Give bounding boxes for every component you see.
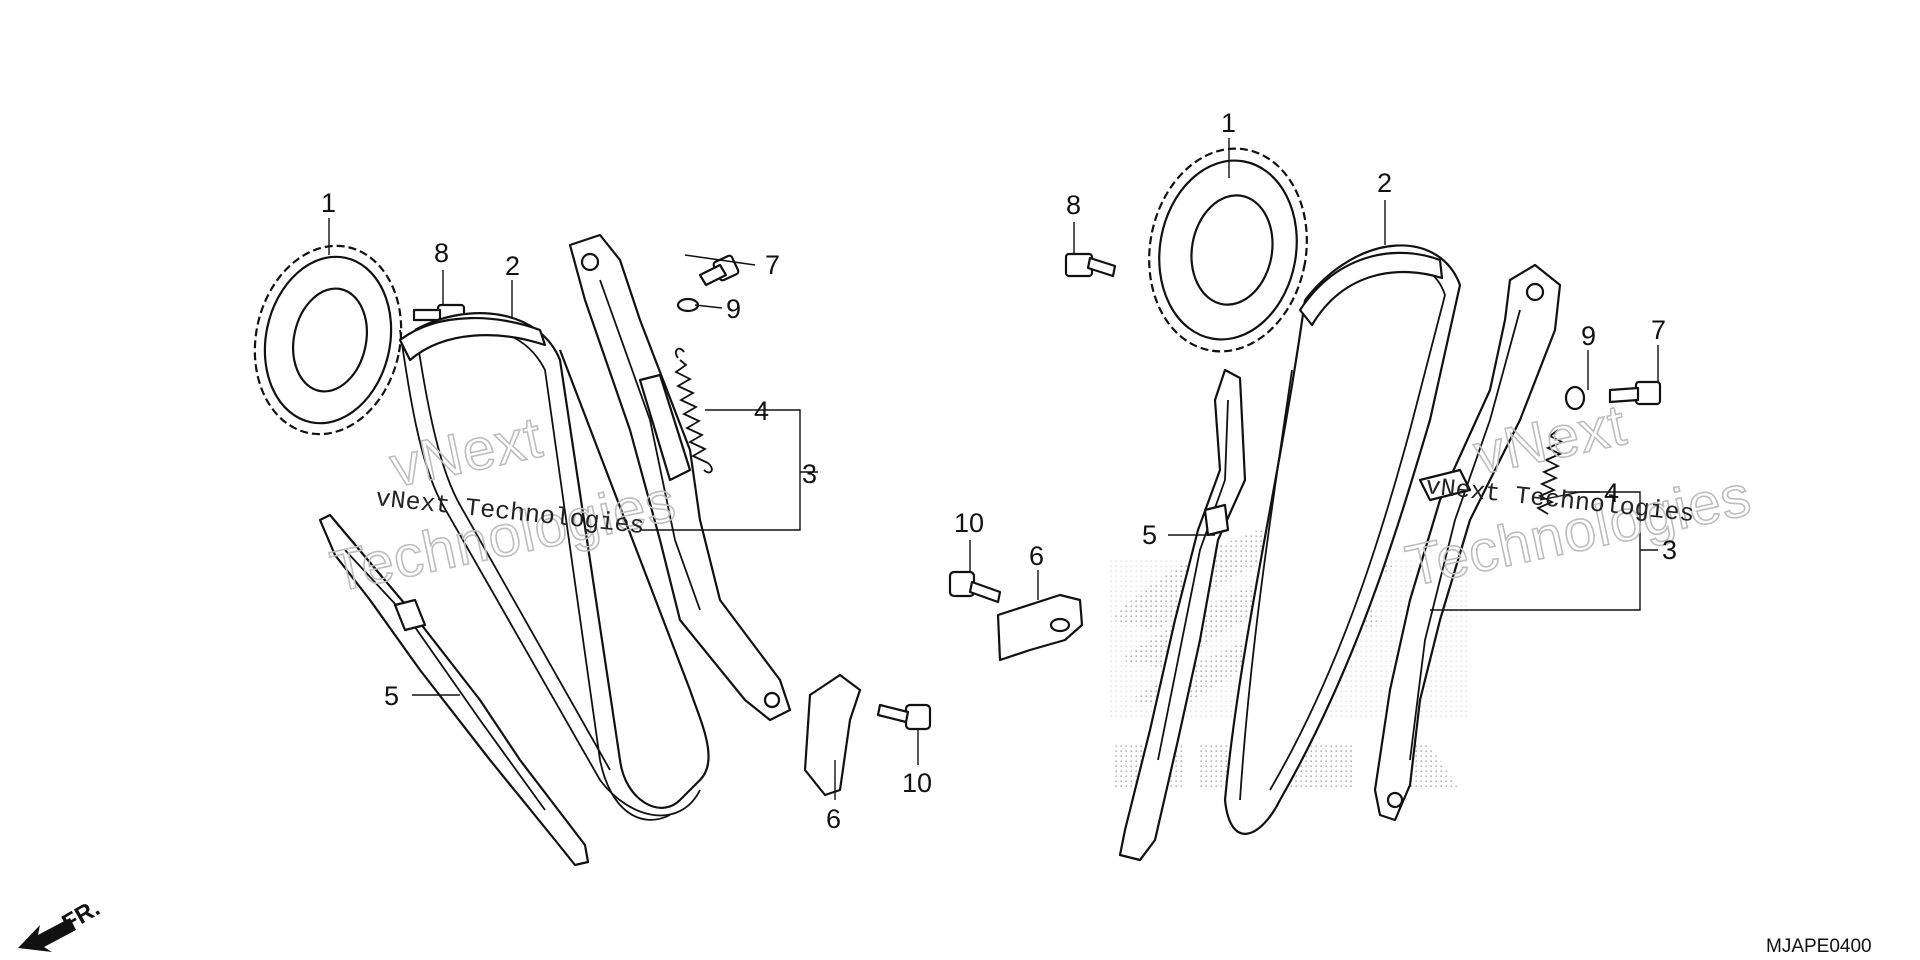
callout-left-1: 1	[321, 188, 336, 218]
callout-center-10: 10	[954, 508, 984, 538]
callout-left-6: 6	[826, 804, 841, 834]
right-tensioner-arm-icon	[1373, 263, 1562, 822]
callout-right-3: 3	[1662, 535, 1677, 565]
left-assembly	[253, 218, 932, 867]
callout-left-4: 4	[754, 396, 769, 426]
right-washer-9-icon	[1564, 385, 1586, 411]
center-plate-6-icon	[996, 593, 1084, 662]
left-bolt-10-icon	[876, 703, 932, 731]
callout-left-3: 3	[802, 459, 817, 489]
right-bolt-8-icon	[1064, 252, 1117, 278]
right-bolt-7-icon	[1608, 380, 1662, 406]
left-spring-icon	[674, 347, 713, 474]
diagram-code: MJAPE0400	[1766, 936, 1872, 957]
callout-left-2: 2	[505, 251, 520, 281]
callout-right-7: 7	[1651, 315, 1666, 345]
left-cam-chain-icon	[398, 312, 710, 821]
callout-labels: 1 2 3 4 5 6 6 7 8 9 10 10 1 2 3 4 5 7 8 …	[321, 108, 1677, 834]
watermark-line1: vNext	[385, 405, 548, 500]
callout-left-8: 8	[434, 238, 449, 268]
callout-center-6: 6	[1029, 541, 1044, 571]
center-bolt-10-icon	[948, 570, 1002, 604]
callout-right-1: 1	[1221, 108, 1236, 138]
callout-left-5: 5	[384, 681, 399, 711]
left-plate-6-icon	[803, 673, 862, 797]
left-tensioner-arm-icon	[568, 233, 792, 722]
callout-right-9: 9	[1581, 321, 1596, 351]
callout-right-5: 5	[1142, 520, 1157, 550]
callout-right-2: 2	[1377, 168, 1392, 198]
callout-left-9: 9	[726, 294, 741, 324]
center-parts	[948, 540, 1084, 662]
right-assembly	[1064, 138, 1662, 862]
callout-left-7: 7	[765, 250, 780, 280]
callout-right-8: 8	[1066, 190, 1081, 220]
right-spring-icon	[1536, 429, 1565, 515]
callout-left-10: 10	[902, 768, 932, 798]
right-cam-chain-icon	[1223, 244, 1462, 835]
front-direction-arrow-icon: FR.	[18, 894, 104, 952]
right-chain-guide-icon	[1118, 368, 1247, 862]
callout-right-4: 4	[1604, 478, 1619, 508]
right-cam-sprocket-icon	[1148, 147, 1308, 353]
left-chain-guide-icon	[318, 513, 590, 867]
left-cam-sprocket-icon	[253, 244, 403, 436]
